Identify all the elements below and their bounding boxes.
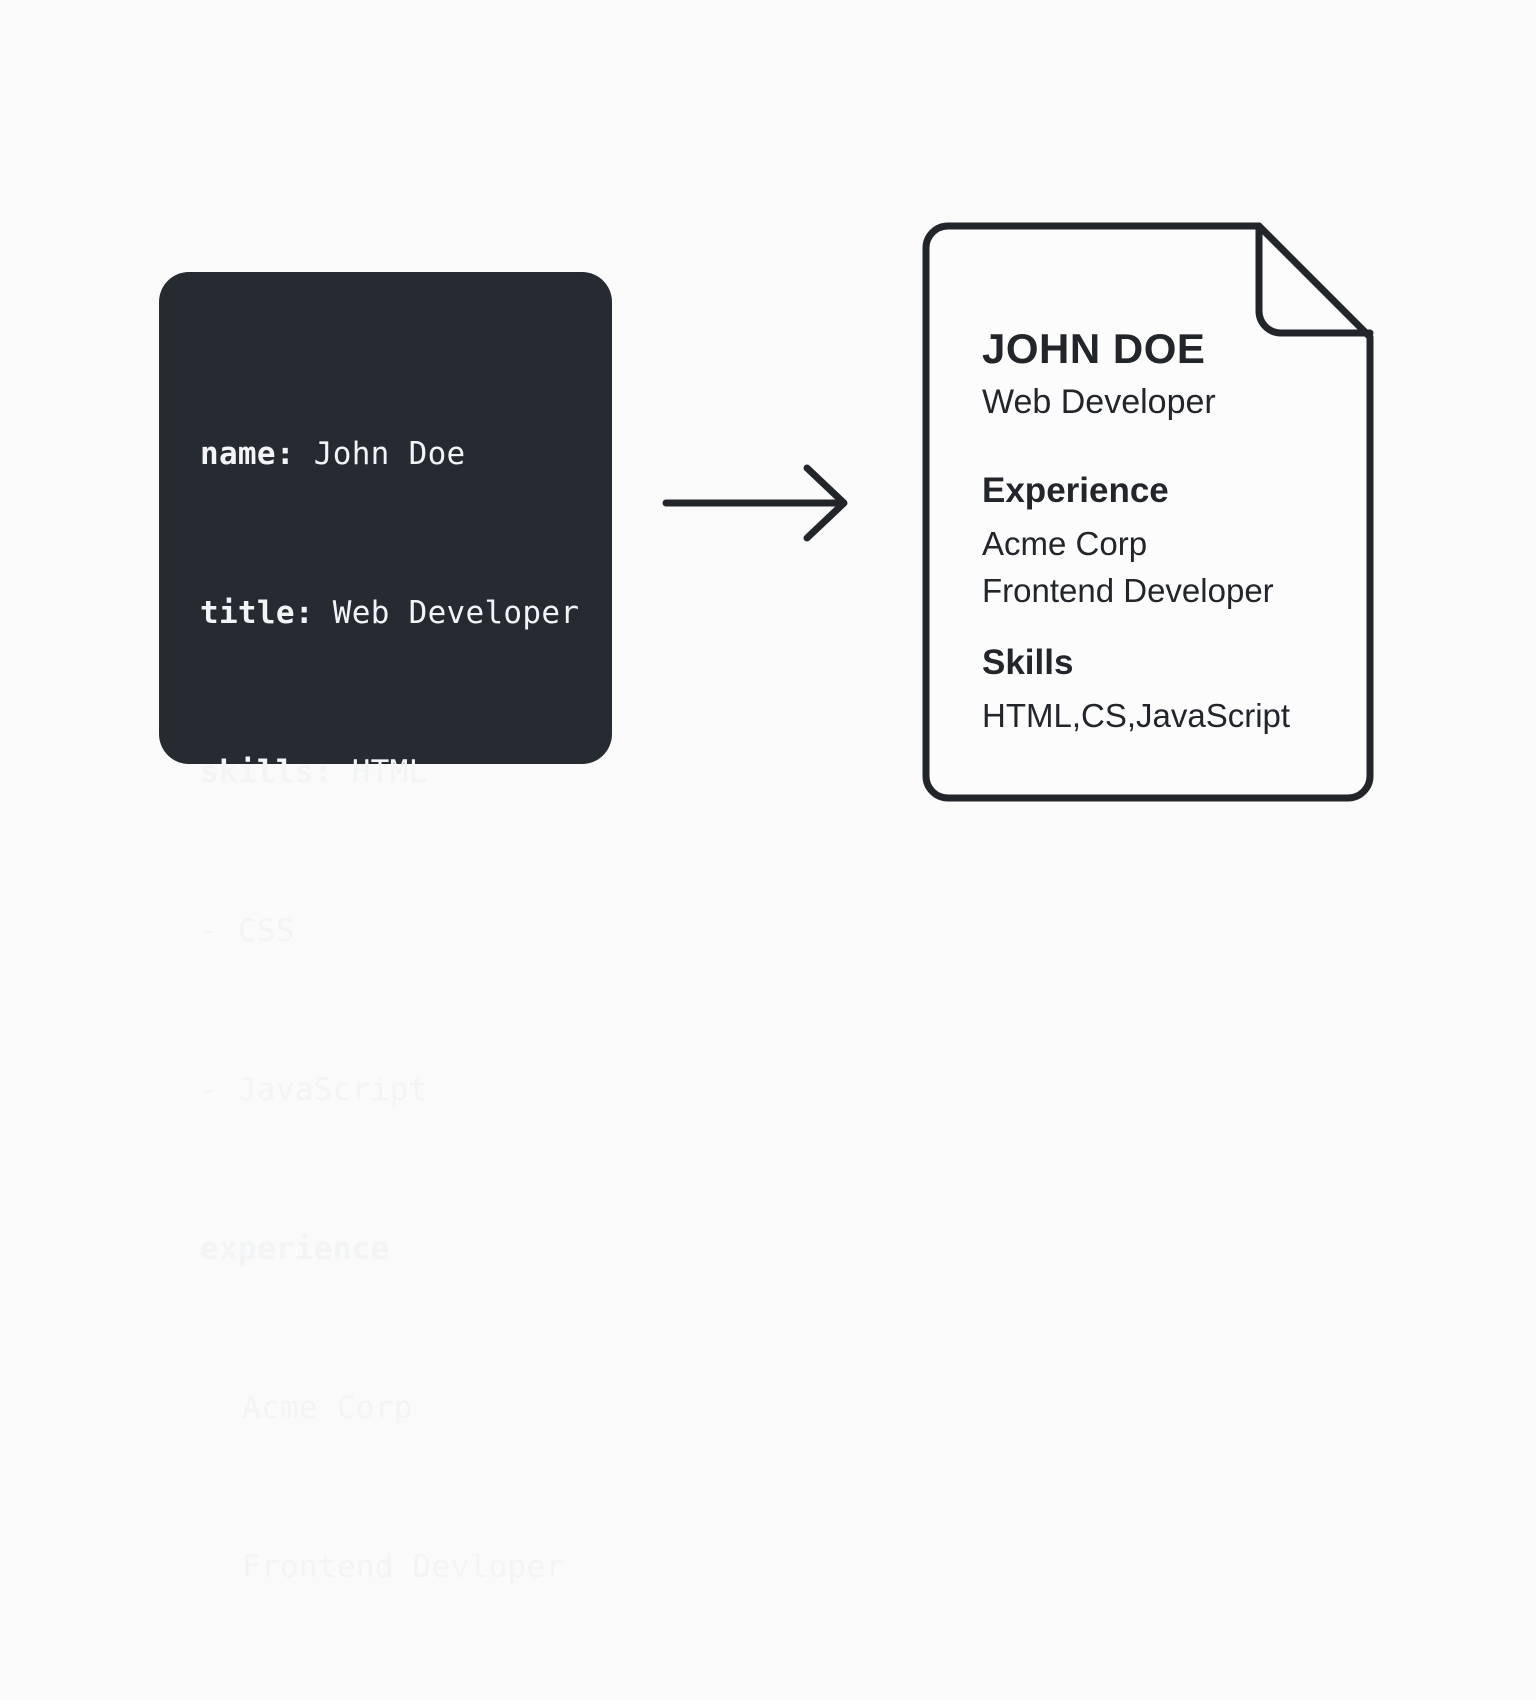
document-fold-corner [1255, 222, 1374, 337]
code-value: Frontend Devloper [242, 1549, 565, 1585]
experience-company: Acme Corp [982, 525, 1148, 562]
code-value: - JavaScript [200, 1072, 428, 1108]
yaml-code-block: name: John Doe title: Web Developer skil… [159, 322, 612, 1700]
code-key: title: [200, 595, 314, 631]
code-line: - CSS [200, 905, 612, 958]
code-line: skills: HTML [200, 746, 612, 799]
document-page [922, 222, 1374, 802]
diagram-canvas: name: John Doe title: Web Developer skil… [159, 208, 1388, 1585]
code-line: experience [200, 1223, 612, 1276]
code-line: Frontend Devloper [200, 1541, 612, 1594]
code-key: skills: [200, 754, 333, 790]
section-heading-skills: Skills [982, 643, 1074, 682]
document-content: JOHN DOE Web Developer Experience Acme C… [982, 324, 1372, 739]
code-line: name: John Doe [200, 428, 612, 481]
code-value: John Doe [294, 436, 466, 472]
document-outline-icon [922, 222, 1374, 802]
resume-name-heading: JOHN DOE [982, 325, 1206, 372]
yaml-source-card: name: John Doe title: Web Developer skil… [159, 272, 612, 1585]
resume-job-title: Web Developer [982, 383, 1216, 421]
code-value: Web Developer [313, 595, 580, 631]
experience-role: Frontend Developer [982, 572, 1274, 609]
resume-document: JOHN DOE Web Developer Experience Acme C… [908, 208, 1388, 818]
code-line: title: Web Developer [200, 587, 612, 640]
code-line: - JavaScript [200, 1064, 612, 1117]
section-heading-experience: Experience [982, 471, 1169, 510]
transform-arrow-icon [662, 464, 848, 542]
code-value: HTML [332, 754, 428, 790]
arrow-head [803, 464, 848, 542]
skills-list: HTML,CS,JavaScript [982, 697, 1291, 734]
code-value: Acme Corp [242, 1390, 413, 1426]
code-key: name: [200, 436, 295, 472]
code-value: - CSS [200, 913, 295, 949]
code-key: experience [200, 1231, 390, 1267]
code-line: Acme Corp [200, 1382, 612, 1435]
